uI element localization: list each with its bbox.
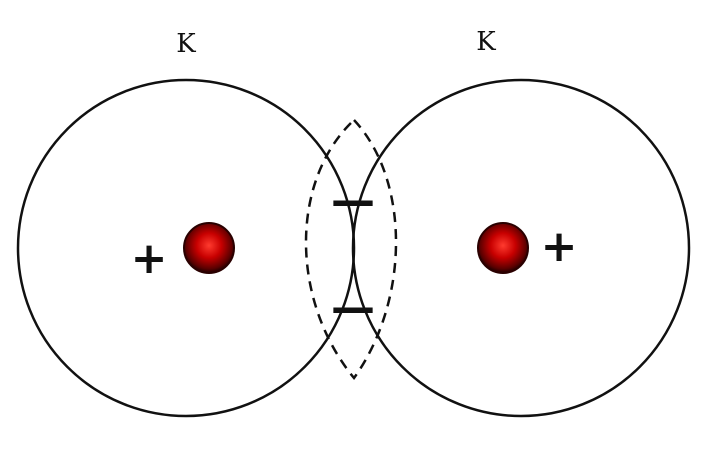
right-atom-shell [351,78,691,418]
left-nucleus-charge: + [131,233,168,284]
shared-electron-region [304,118,398,381]
shared-electron-charge-upper: — [331,175,375,226]
right-shell-label: K [476,27,496,57]
shared-electron-charge-lower: — [331,282,375,333]
right-nucleus [477,222,529,274]
right-nucleus-charge: + [541,221,578,272]
left-shell-label: K [176,29,196,59]
left-nucleus [183,222,235,274]
